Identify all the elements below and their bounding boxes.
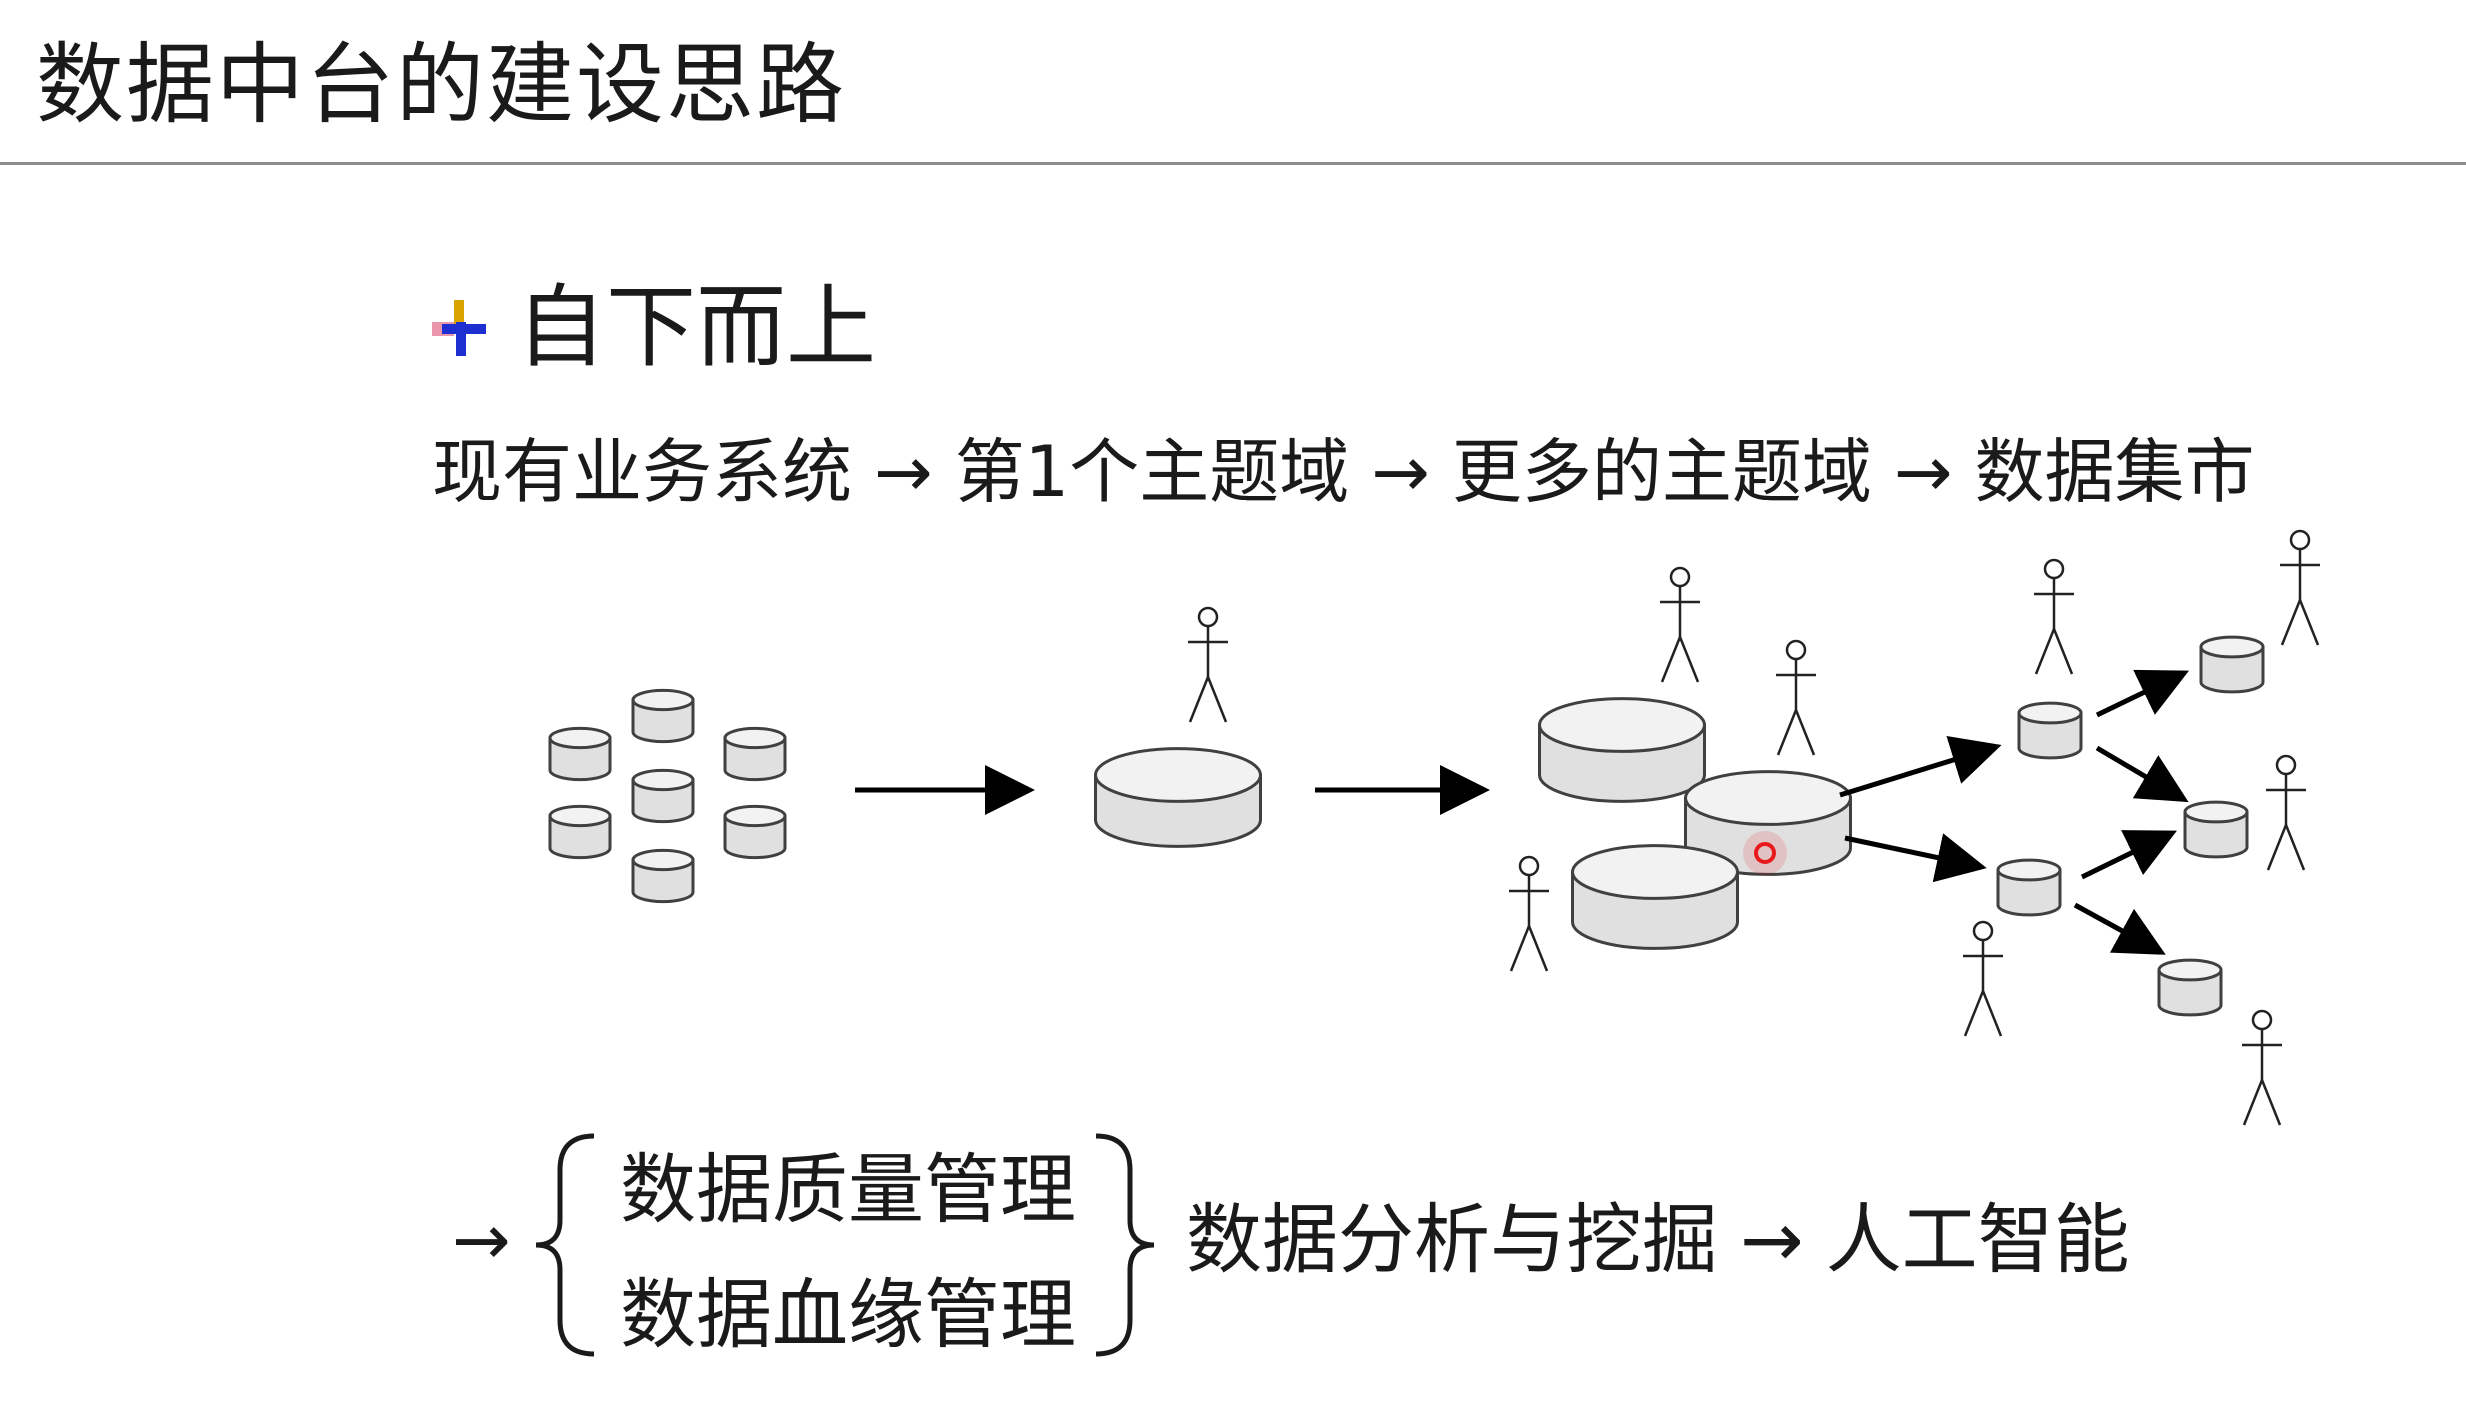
flow-step-more-domains: 更多的主题域 [1451, 431, 1872, 513]
domain-cylinder [1538, 697, 1706, 803]
source-system-cylinder [631, 768, 695, 824]
tail-ai: 人工智能 [1825, 1195, 2130, 1284]
source-system-cylinder [548, 804, 612, 860]
user-icon [2266, 754, 2306, 871]
user-icon [2280, 529, 2320, 646]
flow-arrow: → [874, 431, 933, 513]
left-brace [535, 1133, 595, 1357]
branch-lineage-management: 数据血缘管理 [620, 1270, 1076, 1359]
tail-flow: 数据分析与挖掘→人工智能 [1186, 1190, 2130, 1290]
evolution-flow: 现有业务系统 → 第1个主题域 → 更多的主题域 → 数据集市 [432, 422, 2255, 522]
domain-cylinder [1684, 770, 1852, 876]
user-icon [1776, 639, 1816, 756]
flow-arrow-line [2080, 830, 2177, 880]
flow-arrow: → [1893, 431, 1953, 513]
source-system-cylinder [723, 804, 787, 860]
source-system-cylinder [548, 726, 612, 782]
user-icon [1963, 920, 2003, 1037]
first-domain-cylinder [1094, 747, 1262, 848]
flow-step-business-systems: 现有业务系统 [432, 431, 852, 513]
flow-arrow-line [2073, 902, 2166, 955]
flow-arrow-line [2095, 669, 2190, 718]
user-icon [2034, 558, 2074, 675]
flow-arrow-line [1839, 735, 2002, 798]
flow-arrow-line [1844, 833, 1987, 883]
plus-bullet-icon [432, 300, 486, 356]
flow-step-first-domain: 第1个主题域 [954, 431, 1350, 513]
data-mart-cylinder [2199, 635, 2265, 694]
page-title: 数据中台的建设思路 [36, 33, 847, 136]
data-mart-cylinder [2183, 800, 2249, 859]
source-system-cylinder [631, 688, 695, 744]
branch-quality-management: 数据质量管理 [620, 1145, 1076, 1234]
source-system-cylinder [631, 848, 695, 904]
flow-arrow: → [1740, 1195, 1804, 1284]
user-icon [1188, 606, 1228, 723]
title-divider [0, 162, 2466, 165]
data-mart-cylinder [1996, 858, 2062, 917]
domain-cylinder [1571, 844, 1739, 950]
user-icon [1660, 566, 1700, 683]
tail-analysis-mining: 数据分析与挖掘 [1186, 1195, 1718, 1284]
user-icon [1509, 855, 1549, 972]
flow-step-data-marts: 数据集市 [1974, 431, 2255, 513]
source-system-cylinder [723, 726, 787, 782]
section-heading: 自下而上 [516, 275, 876, 380]
user-icon [2242, 1009, 2282, 1126]
data-mart-cylinder [2157, 958, 2223, 1017]
flow-arrow-line [2095, 745, 2189, 803]
right-brace [1095, 1133, 1155, 1357]
cursor-marker [1743, 831, 1787, 875]
flow-arrow: → [1371, 431, 1430, 513]
data-mart-cylinder [2017, 701, 2083, 760]
bottom-lead-arrow: → [452, 1199, 511, 1281]
